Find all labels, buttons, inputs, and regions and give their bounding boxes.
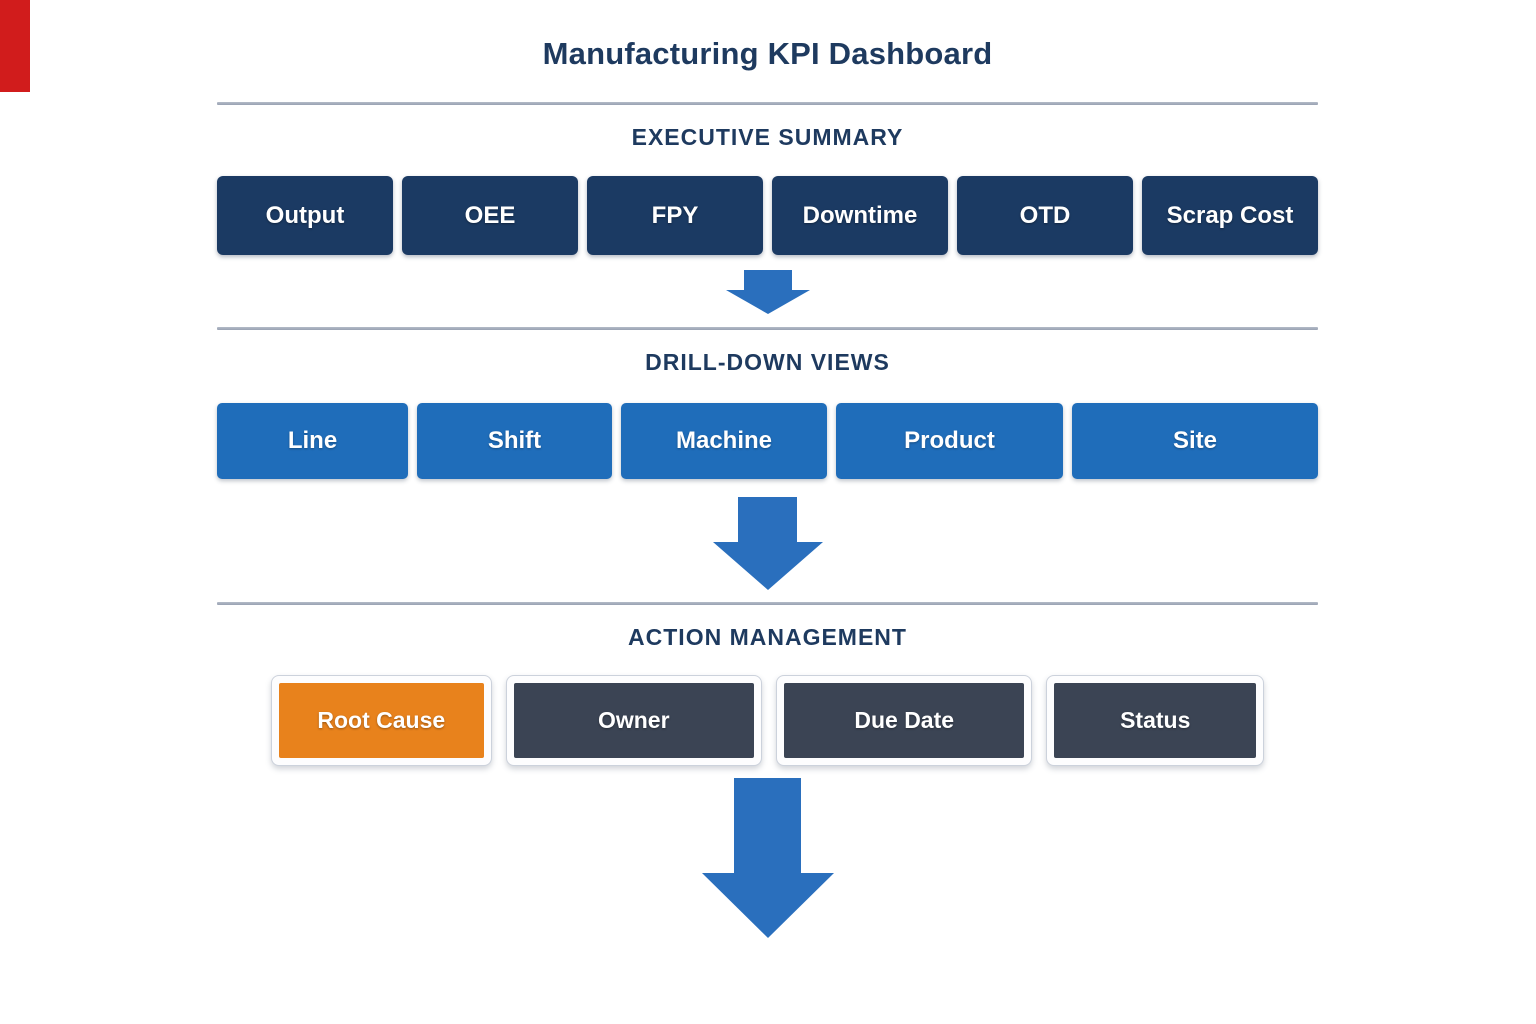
- kpi-tile-otd: OTD: [957, 176, 1133, 255]
- red-corner-marker: [0, 0, 30, 92]
- arrow-head: [712, 542, 823, 590]
- action-management-row: Root Cause Owner Due Date Status: [271, 675, 1264, 766]
- executive-summary-heading: EXECUTIVE SUMMARY: [631, 124, 904, 150]
- action-card-status: Status: [1046, 675, 1264, 766]
- drill-tile-site: Site: [1072, 403, 1318, 479]
- drill-tile-shift: Shift: [417, 403, 612, 479]
- action-tile-status: Status: [1054, 683, 1256, 758]
- drill-tile-line: Line: [217, 403, 408, 479]
- down-arrow-icon: [217, 497, 1318, 590]
- kpi-tile-fpy: FPY: [587, 176, 763, 255]
- page-title: Manufacturing KPI Dashboard: [542, 36, 993, 71]
- action-tile-owner: Owner: [513, 683, 754, 758]
- arrow-shaft: [743, 270, 792, 290]
- drill-down-views-row: Line Shift Machine Product Site: [217, 403, 1318, 479]
- kpi-tile-scrap-cost: Scrap Cost: [1142, 176, 1318, 255]
- kpi-tile-downtime: Downtime: [772, 176, 948, 255]
- down-arrow-icon: [217, 778, 1318, 938]
- diagram-content: Manufacturing KPI Dashboard EXECUTIVE SU…: [217, 0, 1318, 938]
- drill-tile-product: Product: [836, 403, 1063, 479]
- drill-down-views-heading: DRILL-DOWN VIEWS: [645, 349, 890, 375]
- action-tile-due-date: Due Date: [783, 683, 1025, 758]
- executive-summary-row: Output OEE FPY Downtime OTD Scrap Cost: [217, 176, 1318, 255]
- arrow-shaft: [734, 778, 801, 873]
- action-card-due-date: Due Date: [775, 675, 1033, 766]
- section-divider: [217, 102, 1318, 105]
- action-management-heading: ACTION MANAGEMENT: [628, 624, 907, 650]
- down-arrow-icon: [217, 270, 1318, 314]
- action-card-owner: Owner: [505, 675, 762, 766]
- kpi-tile-output: Output: [217, 176, 393, 255]
- section-divider: [217, 327, 1318, 330]
- kpi-tile-oee: OEE: [402, 176, 578, 255]
- action-card-root-cause: Root Cause: [271, 675, 492, 766]
- drill-tile-machine: Machine: [621, 403, 827, 479]
- action-tile-root-cause: Root Cause: [279, 683, 484, 758]
- section-divider: [217, 602, 1318, 605]
- arrow-head: [725, 290, 810, 314]
- arrow-head: [701, 873, 834, 938]
- arrow-shaft: [738, 497, 797, 542]
